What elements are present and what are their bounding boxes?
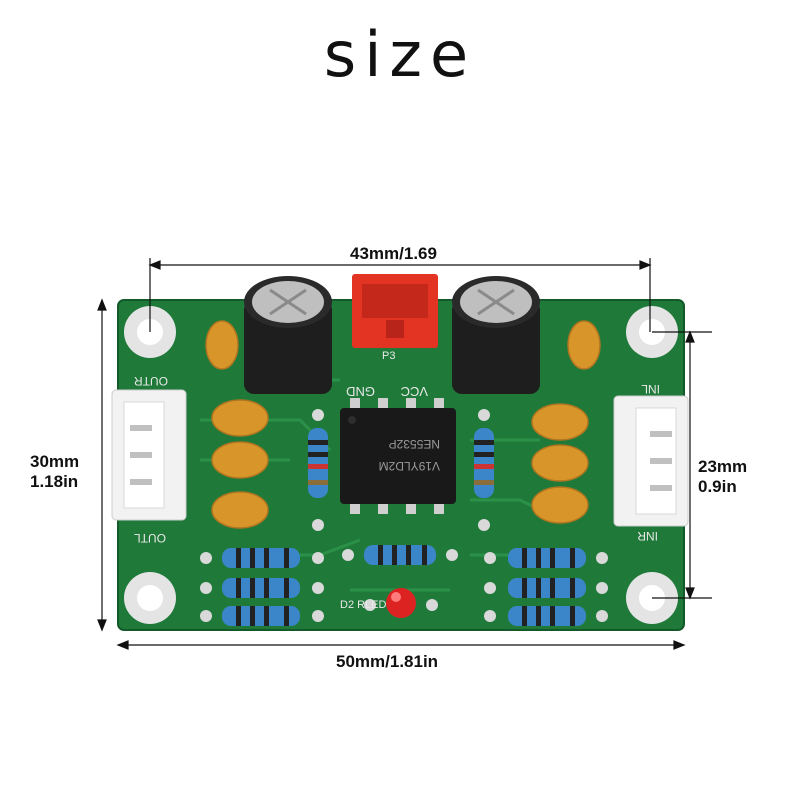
label-d2-rled: D2 RLED [340, 599, 387, 611]
chip-marking-2: V19YLD2M [379, 459, 440, 473]
resistor-vertical-left [308, 428, 328, 498]
dimension-bottom: 50mm/1.81in [336, 652, 439, 671]
electrolytic-capacitor-left [244, 276, 332, 394]
silkscreen-labels: P3 GND VCC OUTR OUTL INL INR D2 RLED NE5… [134, 350, 660, 611]
solder-pads [200, 409, 608, 622]
ic-chip [340, 398, 456, 514]
ceramic-capacitors [205, 320, 601, 529]
dimension-top: 43mm/1.69 [350, 244, 437, 263]
label-gnd: GND [346, 384, 375, 399]
dimension-left: 30mm 1.18in [30, 452, 79, 492]
dimension-lines [97, 258, 712, 650]
dimension-right-in: 0.9in [698, 477, 737, 496]
label-inr: INR [637, 529, 658, 543]
chip-marking-1: NE5532P [389, 437, 440, 451]
resistors [222, 428, 586, 626]
label-outr: OUTR [134, 374, 168, 388]
resistor-vertical-right [474, 428, 494, 498]
label-vcc: VCC [401, 384, 428, 399]
dimension-right-mm: 23mm [698, 457, 748, 476]
connector-left [111, 389, 187, 521]
label-outl: OUTL [134, 531, 166, 545]
label-inl: INL [641, 382, 660, 396]
label-p3: P3 [382, 350, 395, 362]
dimension-right: 23mm 0.9in [698, 457, 747, 497]
dimension-left-mm: 30mm [30, 452, 80, 471]
power-connector [352, 274, 438, 348]
led [386, 588, 416, 618]
electrolytic-capacitor-right [452, 276, 540, 394]
connector-right [613, 395, 689, 527]
mounting-holes [124, 306, 678, 624]
page-title: size [323, 18, 477, 91]
dimension-left-in: 1.18in [30, 472, 79, 491]
